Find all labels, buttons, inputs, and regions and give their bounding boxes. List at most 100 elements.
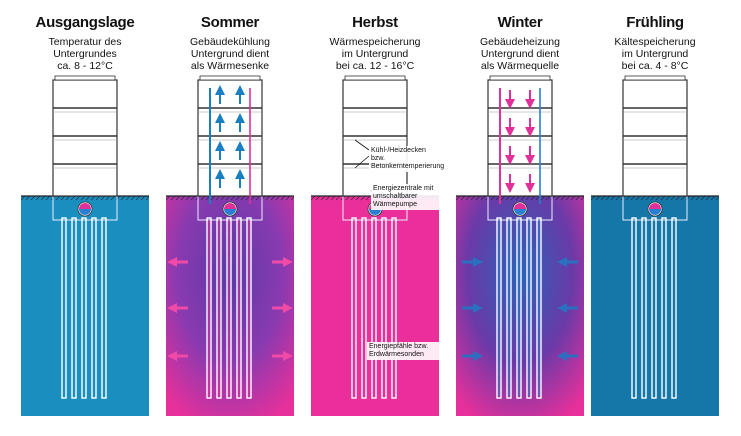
ground-hatch — [650, 195, 656, 201]
ground-arrow-icon — [557, 351, 567, 361]
ground-hatch — [555, 195, 561, 201]
flow-arrow-icon — [525, 99, 535, 109]
ground-hatch — [360, 195, 366, 201]
energy-pile — [236, 217, 242, 399]
ground-hatch — [230, 195, 236, 201]
annotation-piles: Energiepfähle bzw. Erdwärmesonden — [367, 342, 439, 360]
subtitle-line: Untergrund dient — [480, 48, 560, 60]
ground-hatch — [456, 195, 461, 201]
ground-hatch — [615, 195, 621, 201]
building — [52, 79, 118, 197]
ground-hatch — [591, 195, 596, 201]
ground-hatch — [60, 195, 66, 201]
energy-pile — [91, 217, 97, 399]
building — [197, 79, 263, 197]
energy-pile — [526, 217, 532, 399]
ground-hatch — [665, 195, 671, 201]
panel-ausgangslage: Ausgangslage Temperatur des Untergrundes… — [21, 0, 149, 436]
ground-hatch — [240, 195, 246, 201]
panel-title: Winter — [497, 14, 543, 31]
heat-pump-half-pink — [224, 203, 236, 209]
panel-title: Sommer — [200, 14, 260, 31]
energy-pile — [81, 217, 87, 399]
ground-hatch — [690, 195, 696, 201]
panel-title: Herbst — [352, 14, 398, 31]
ground-hatch — [330, 195, 336, 201]
ground-hatch — [540, 195, 546, 201]
ground-hatch — [21, 195, 26, 201]
ground-hatch — [40, 195, 46, 201]
ground-hatch — [365, 195, 371, 201]
roof — [489, 75, 551, 81]
ground-area — [166, 196, 294, 416]
energy-pile — [536, 217, 542, 399]
ground-hatch — [45, 195, 51, 201]
ground-hatch — [595, 195, 601, 201]
ground-hatch — [235, 195, 241, 201]
energy-pile — [506, 217, 512, 399]
panel-title: Frühling — [626, 14, 684, 31]
panel-subtitle: Kältespeicherung im Untergrund bei ca. 4… — [591, 36, 719, 72]
ground-arrow-icon — [473, 303, 483, 313]
ground-hatch — [695, 195, 701, 201]
subtitle-line: Untergrundes — [53, 48, 117, 60]
ground-hatch — [210, 195, 216, 201]
ground-arrow-icon — [167, 257, 177, 267]
ground-hatch — [290, 196, 294, 201]
ground-hatch — [705, 195, 711, 201]
ground-hatch — [120, 195, 126, 201]
ground-hatch — [570, 195, 576, 201]
flow-arrow-icon — [505, 155, 515, 165]
ground-hatch — [675, 195, 681, 201]
ground-arrow-icon — [557, 257, 567, 267]
building — [342, 79, 408, 197]
ground-hatch — [25, 195, 31, 201]
ground-arrow-icon — [167, 303, 177, 313]
flow-arrow-icon — [505, 183, 515, 193]
ground-hatch — [600, 195, 606, 201]
scene-fruehling — [591, 75, 719, 416]
ground-arrow-icon — [283, 303, 293, 313]
ground-hatch — [190, 195, 196, 201]
ground-hatch — [700, 195, 706, 201]
energy-pile — [631, 217, 637, 399]
subtitle-line: Kältespeicherung — [614, 36, 696, 48]
subtitle-line: als Wärmequelle — [480, 60, 560, 72]
ground-hatch — [545, 195, 551, 201]
ground-hatch — [715, 196, 719, 201]
energy-pile — [206, 217, 212, 399]
ground-hatch — [95, 195, 101, 201]
ground-hatch — [320, 195, 326, 201]
ground-hatch — [70, 195, 76, 201]
panel-subtitle: Wärmespeicherung im Untergrund bei ca. 1… — [311, 36, 439, 72]
ground-hatch — [470, 195, 476, 201]
ground-hatch — [325, 195, 331, 201]
ground-hatch — [510, 195, 516, 201]
ground-hatch — [220, 195, 226, 201]
heat-pump-half-blue — [79, 209, 91, 215]
ground-hatch — [525, 195, 531, 201]
ground-hatch — [75, 195, 81, 201]
ground-hatch — [605, 195, 611, 201]
subtitle-line: Gebäudeheizung — [480, 36, 560, 48]
panel-subtitle: Gebäudekühlung Untergrund dient als Wärm… — [166, 36, 294, 72]
ground-hatch — [610, 195, 616, 201]
ground-hatch — [490, 195, 496, 201]
flow-arrow-icon — [525, 183, 535, 193]
heat-pump-half-pink — [514, 203, 526, 209]
heat-pump-half-pink — [79, 203, 91, 209]
flow-arrow-icon — [235, 169, 245, 179]
energy-pile — [371, 217, 377, 399]
ground-hatch — [580, 196, 584, 201]
ground-hatch — [265, 195, 271, 201]
energy-pile — [71, 217, 77, 399]
ground-hatch — [270, 195, 276, 201]
ground-hatch — [500, 195, 506, 201]
energy-pile — [361, 217, 367, 399]
ground-hatch — [625, 195, 631, 201]
ground-hatch — [180, 195, 186, 201]
panel-sommer: Sommer Gebäudekühlung Untergrund dient a… — [166, 0, 294, 436]
annotation-ceiling: Kühl-/Heizdecken bzw. Betonkerntemperier… — [369, 146, 445, 172]
ground-hatch — [166, 195, 171, 201]
ground-hatch — [345, 195, 351, 201]
